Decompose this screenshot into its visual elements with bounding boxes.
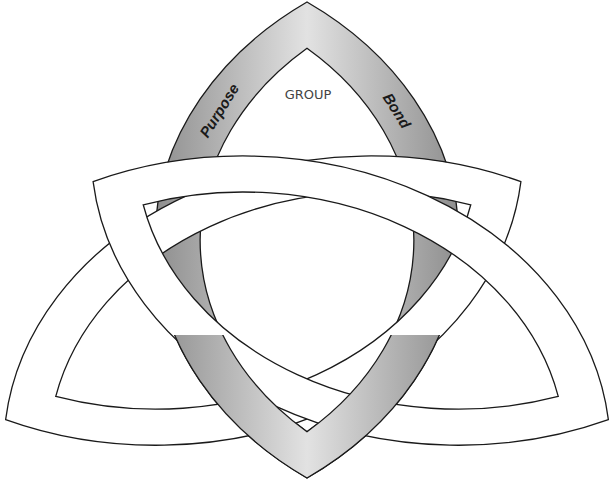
group-label: GROUP <box>285 88 332 101</box>
band-label: Bond <box>380 90 413 130</box>
right-lobe <box>17 76 612 482</box>
top-lobe-over <box>155 335 459 478</box>
band-label: Purpose <box>197 81 242 140</box>
lobe-node: Purpose GROUP Bond <box>158 2 462 478</box>
